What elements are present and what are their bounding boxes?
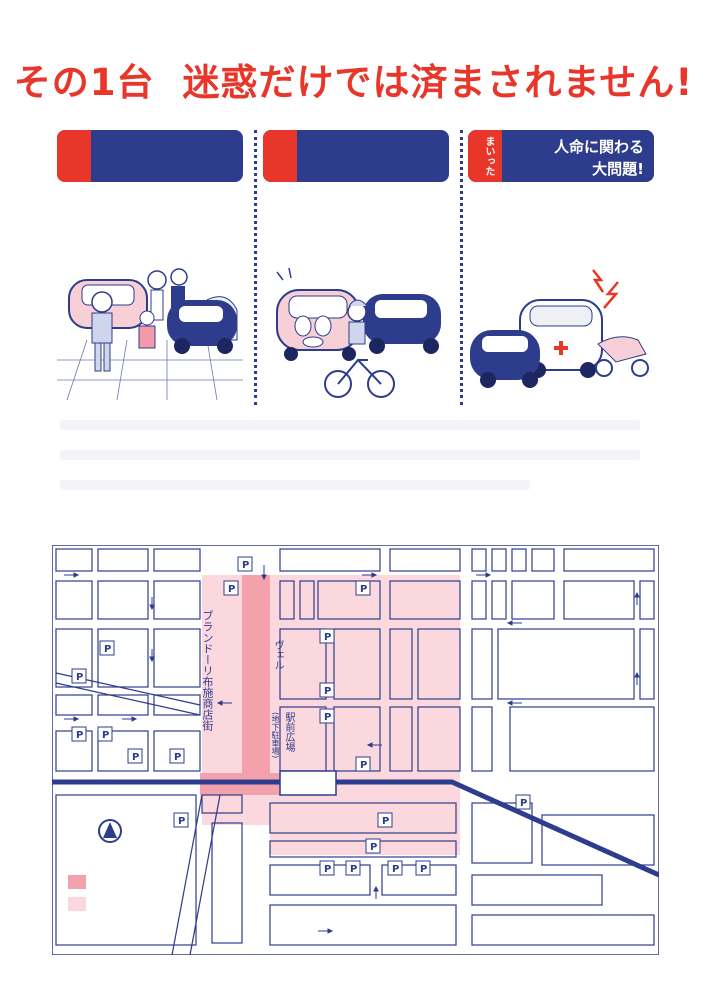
svg-text:P: P [420,864,427,875]
parking-sign: P [355,580,371,596]
panel-ambulance: まいった 人命に関わる 大問題! [468,130,656,405]
badge-vertical: まいった [483,136,494,176]
badge-tab: まいった [468,130,502,182]
parking-sign: P [377,812,393,828]
faint-text-line [60,480,530,490]
parking-sign: P [223,580,239,596]
parking-sign: P [365,838,381,854]
pedestrian-illustration [57,268,243,400]
faint-text-line [60,420,640,430]
divider [460,130,463,405]
svg-text:P: P [360,584,367,595]
svg-text:P: P [102,730,109,741]
panel-badge [57,130,243,182]
parking-sign: P [515,794,531,810]
street-label: ブランドーリ布施商店街 [201,610,214,731]
title-part2: 迷惑だけでは済まされません! [182,61,694,104]
panel-badge [263,130,449,182]
badge-line1: 人命に関わる [553,138,644,156]
title-part1: その1台 [13,61,155,104]
svg-text:P: P [324,712,331,723]
svg-text:P: P [360,760,367,771]
plaza-label: 駅前広場 [283,712,294,752]
svg-text:P: P [174,752,181,763]
badge-tab [57,130,91,182]
parking-sign: P [99,640,115,656]
parking-sign: P [71,726,87,742]
divider [254,130,257,405]
svg-text:P: P [132,752,139,763]
parking-sign: P [169,748,185,764]
panel-pedestrian [57,130,245,405]
svg-text:P: P [242,560,249,571]
svg-text:P: P [228,584,235,595]
parking-sign: P [345,860,361,876]
parking-sign: P [97,726,113,742]
badge-line2: 大問題! [592,160,644,178]
area-map: P P P P P P P P P P P P P P P P P P P P … [52,545,659,955]
svg-text:P: P [324,632,331,643]
parking-sign: P [127,748,143,764]
badge-tab [263,130,297,182]
svg-text:P: P [370,842,377,853]
svg-text:P: P [178,816,185,827]
parking-sign: P [71,668,87,684]
parking-sign: P [319,860,335,876]
parking-sign: P [173,812,189,828]
panel-badge: まいった 人命に関わる 大問題! [468,130,654,182]
svg-text:P: P [76,672,83,683]
svg-text:P: P [76,730,83,741]
svg-text:P: P [324,864,331,875]
parking-sign: P [319,708,335,724]
svg-text:P: P [350,864,357,875]
parking-sign: P [319,682,335,698]
svg-text:P: P [520,798,527,809]
bicycle-illustration [276,267,441,398]
parking-sign: P [415,860,431,876]
svg-text:P: P [104,644,111,655]
faint-text-line [60,450,640,460]
parking-sign: P [237,556,253,572]
panel-bicycle [263,130,451,405]
ve-label: ヴェル [272,640,283,670]
parking-sign: P [387,860,403,876]
ambulance-illustration [470,269,649,388]
underground-label: (地下駐車場) [271,712,280,759]
parking-sign: P [319,628,335,644]
svg-text:P: P [392,864,399,875]
svg-text:P: P [382,816,389,827]
parking-sign: P [355,756,371,772]
svg-text:P: P [324,686,331,697]
page-title: その1台迷惑だけでは済まされません! [0,52,707,106]
